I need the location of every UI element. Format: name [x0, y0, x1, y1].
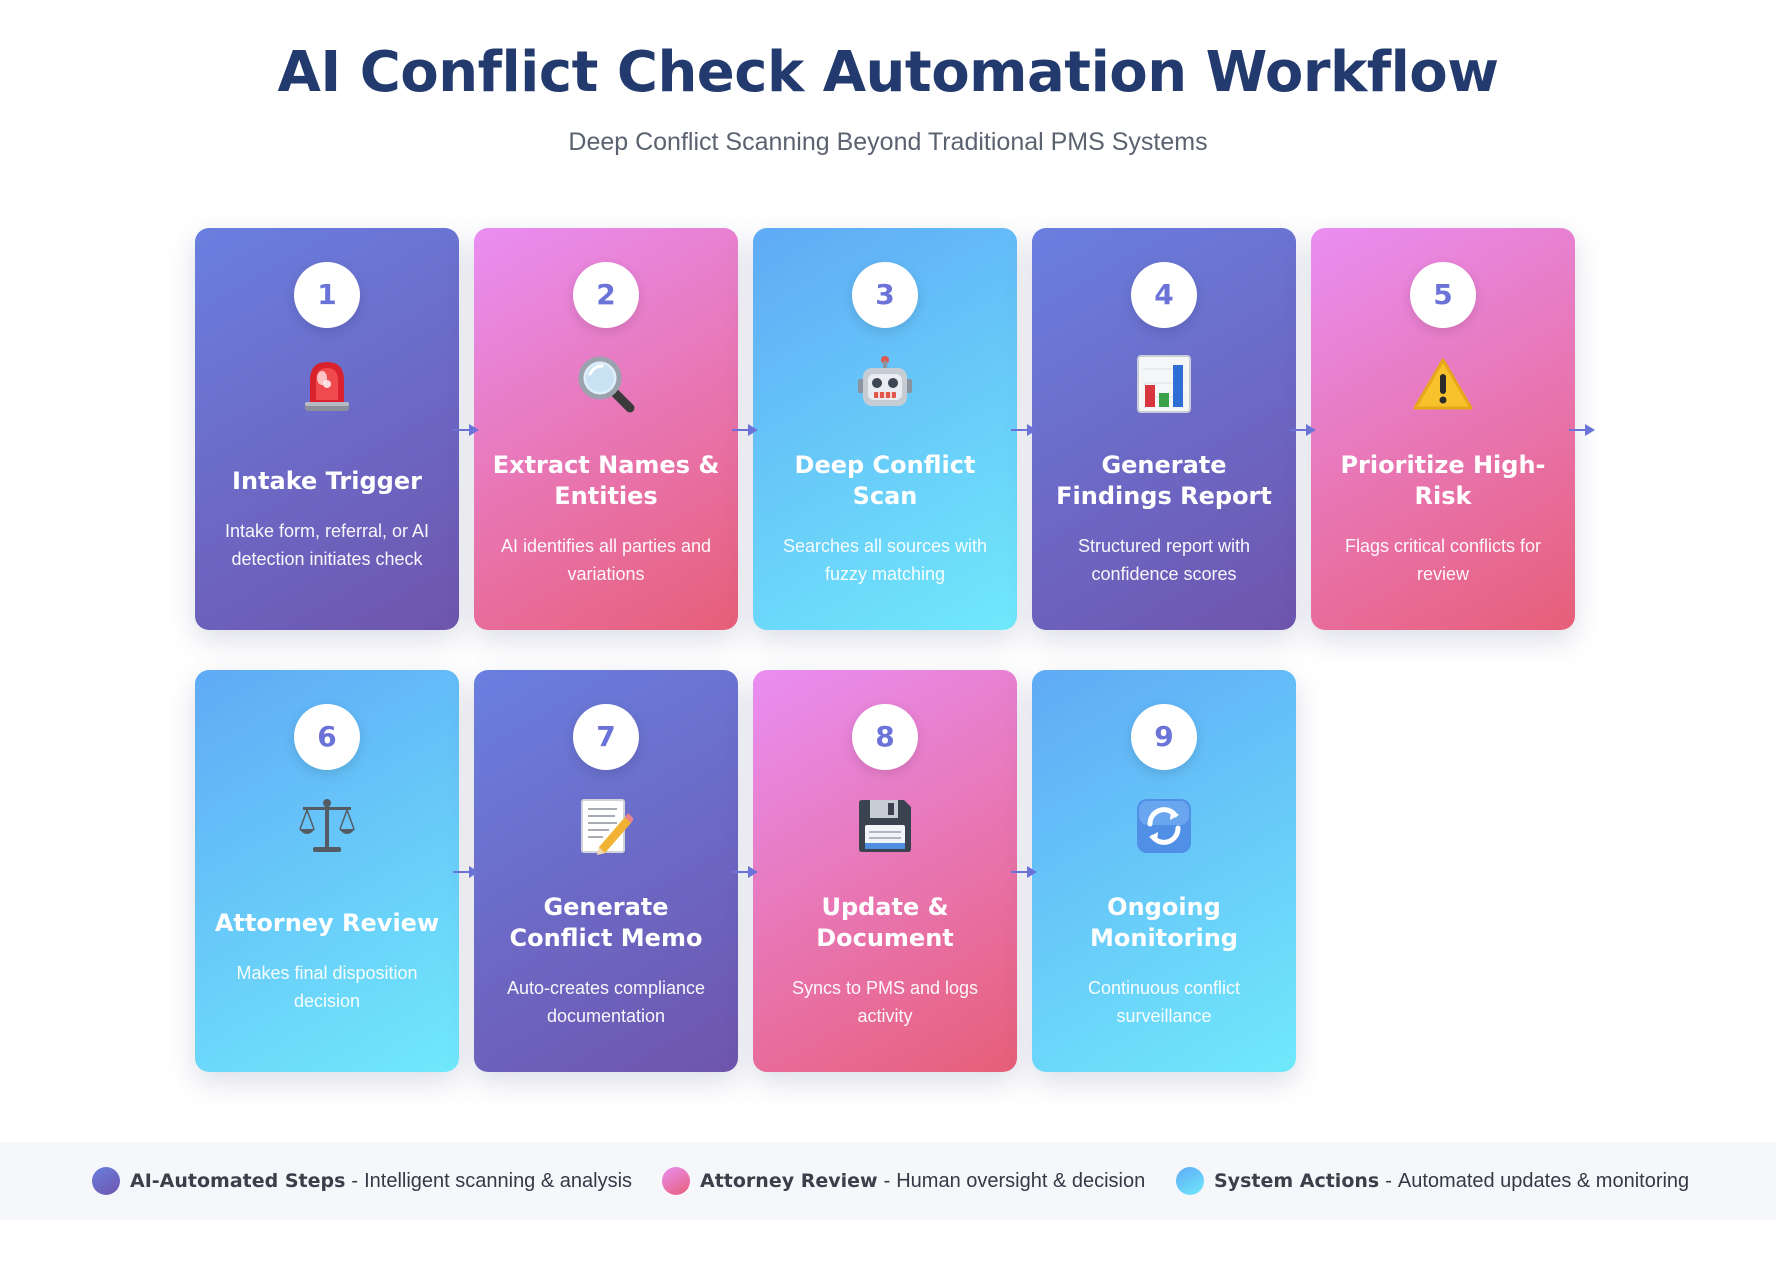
legend-description: Automated updates & monitoring [1397, 1169, 1690, 1192]
step-card-5: 5 Prioritize High-Risk Flags critical co… [1311, 228, 1575, 630]
flow-arrow-1-2 [453, 424, 479, 436]
step-number-badge: 5 [1410, 262, 1476, 328]
step-title: Prioritize High-Risk [1340, 451, 1546, 510]
step-number-badge: 8 [852, 704, 918, 770]
legend-name: System Actions [1214, 1170, 1380, 1192]
step-description: Syncs to PMS and logs activity [791, 978, 979, 1026]
magnifying-glass-icon [474, 348, 738, 420]
bar-chart-icon [1032, 348, 1296, 420]
step-title: Ongoing Monitoring [1090, 893, 1238, 952]
flow-arrow-3-4 [1011, 424, 1037, 436]
step-number-badge: 7 [573, 704, 639, 770]
step-title: Generate Findings Report [1056, 451, 1272, 510]
step-description: AI identifies all parties and variations [500, 536, 712, 584]
step-number-badge: 3 [852, 262, 918, 328]
step-title: Update & Document [816, 893, 954, 952]
flow-arrow-8-9 [1011, 866, 1037, 878]
flow-arrow-4-5 [1290, 424, 1316, 436]
step-title: Attorney Review [214, 908, 440, 937]
step-description: Intake form, referral, or AI detection i… [224, 520, 430, 569]
step-card-9: 9 Ongoing Monitoring Continuous conflict… [1032, 670, 1296, 1072]
legend-dot-ai [92, 1167, 120, 1195]
step-description: Structured report with confidence scores [1077, 536, 1251, 584]
step-card-4: 4 Generate Findings Report Structured re… [1032, 228, 1296, 630]
flow-arrow-6-7 [453, 866, 479, 878]
step-title: Generate Conflict Memo [509, 893, 703, 952]
legend-name: Attorney Review [700, 1170, 878, 1192]
legend-item-ai: AI-Automated Steps - Intelligent scannin… [92, 1142, 632, 1220]
legend-description: Intelligent scanning & analysis [364, 1169, 633, 1192]
step-card-7: 7 Generate Conflict Memo Auto-creates co… [474, 670, 738, 1072]
step-description: Searches all sources with fuzzy matching [782, 536, 988, 584]
step-title: Deep Conflict Scan [794, 451, 976, 510]
scales-icon [195, 790, 459, 862]
legend-separator: - [883, 1169, 891, 1192]
legend: AI-Automated Steps - Intelligent scannin… [0, 1142, 1776, 1220]
memo-icon [474, 790, 738, 862]
step-card-2: 2 Extract Names & Entities AI identifies… [474, 228, 738, 630]
legend-name: AI-Automated Steps [130, 1170, 346, 1192]
legend-item-attorney: Attorney Review - Human oversight & deci… [662, 1142, 1145, 1220]
legend-dot-attorney [662, 1167, 690, 1195]
flow-arrow-5-next [1569, 424, 1595, 436]
step-description: Auto-creates compliance documentation [506, 978, 706, 1026]
page-title: AI Conflict Check Automation Workflow [277, 40, 1499, 105]
floppy-disk-icon [753, 790, 1017, 862]
legend-separator: - [1385, 1169, 1392, 1192]
step-number-badge: 2 [573, 262, 639, 328]
warning-icon [1311, 348, 1575, 420]
step-description: Makes final disposition decision [236, 962, 418, 1011]
step-number-badge: 4 [1131, 262, 1197, 328]
flow-arrow-2-3 [732, 424, 758, 436]
robot-icon [753, 348, 1017, 420]
page-subtitle: Deep Conflict Scanning Beyond Traditiona… [568, 128, 1208, 156]
step-card-8: 8 Update & Document Syncs to PMS and log… [753, 670, 1017, 1072]
legend-separator: - [351, 1169, 359, 1192]
flow-arrow-7-8 [732, 866, 758, 878]
legend-item-system: System Actions - Automated updates & mon… [1176, 1142, 1689, 1220]
legend-dot-system [1176, 1167, 1204, 1195]
step-description: Flags critical conflicts for review [1344, 536, 1542, 584]
step-title: Intake Trigger [232, 466, 422, 495]
step-number-badge: 6 [294, 704, 360, 770]
step-number-badge: 1 [294, 262, 360, 328]
siren-icon [195, 348, 459, 420]
step-description: Continuous conflict surveillance [1087, 978, 1241, 1026]
legend-description: Human oversight & decision [896, 1169, 1146, 1192]
step-title: Extract Names & Entities [492, 451, 720, 510]
refresh-icon [1032, 790, 1296, 862]
step-card-1: 1 Intake Trigger Intake form, referral, … [195, 228, 459, 630]
step-card-3: 3 Deep Conflict Scan Searches all source… [753, 228, 1017, 630]
step-number-badge: 9 [1131, 704, 1197, 770]
step-card-6: 6 Attorney Review Makes final dispositio… [195, 670, 459, 1072]
